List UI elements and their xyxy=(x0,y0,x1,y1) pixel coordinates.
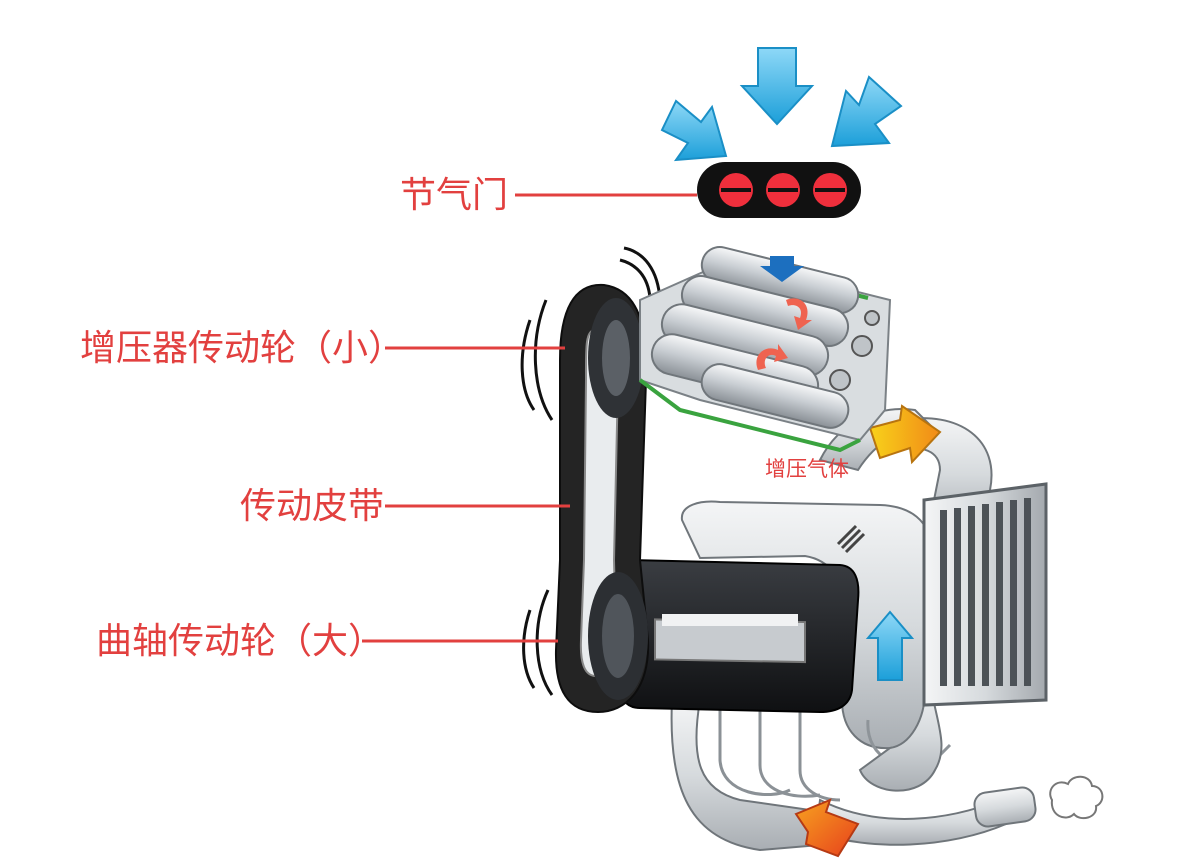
rotation-arrow-down-icon xyxy=(786,298,812,330)
throttle-body xyxy=(697,162,861,218)
intake-arrow-left-icon xyxy=(660,99,728,162)
exhaust-arrow-icon xyxy=(794,798,860,858)
label-throttle: 节气门 xyxy=(400,175,509,216)
exhaust-manifold xyxy=(670,699,1104,858)
boost-arrow-icon xyxy=(868,404,942,465)
intake-arrows xyxy=(660,47,903,162)
throttle-valve-icon xyxy=(719,173,847,207)
rotor-shafts xyxy=(829,310,880,391)
label-boosted-air: 增压气体 xyxy=(765,457,849,481)
engine-intake-arrow-icon xyxy=(865,610,915,681)
supercharger xyxy=(638,246,892,453)
leader-lines xyxy=(362,193,697,643)
label-crankshaft-pulley: 曲轴传动轮（大） xyxy=(96,621,385,662)
label-drive-belt: 传动皮带 xyxy=(240,486,385,527)
intercooler-fins xyxy=(940,498,1031,686)
intake-arrow-right-icon xyxy=(830,75,903,148)
rotor-lobes xyxy=(650,246,860,429)
engine-block xyxy=(616,558,860,714)
label-supercharger-pulley: 增压器传动轮（小） xyxy=(80,328,405,369)
inlet-arrow-icon xyxy=(760,256,804,282)
valve-spring-icon xyxy=(836,524,866,554)
rotation-arrow-up-icon xyxy=(756,344,788,370)
intake-arrow-center-icon xyxy=(739,47,815,126)
smoke-puff-icon xyxy=(1049,775,1104,820)
drive-belt-assembly xyxy=(520,246,662,714)
